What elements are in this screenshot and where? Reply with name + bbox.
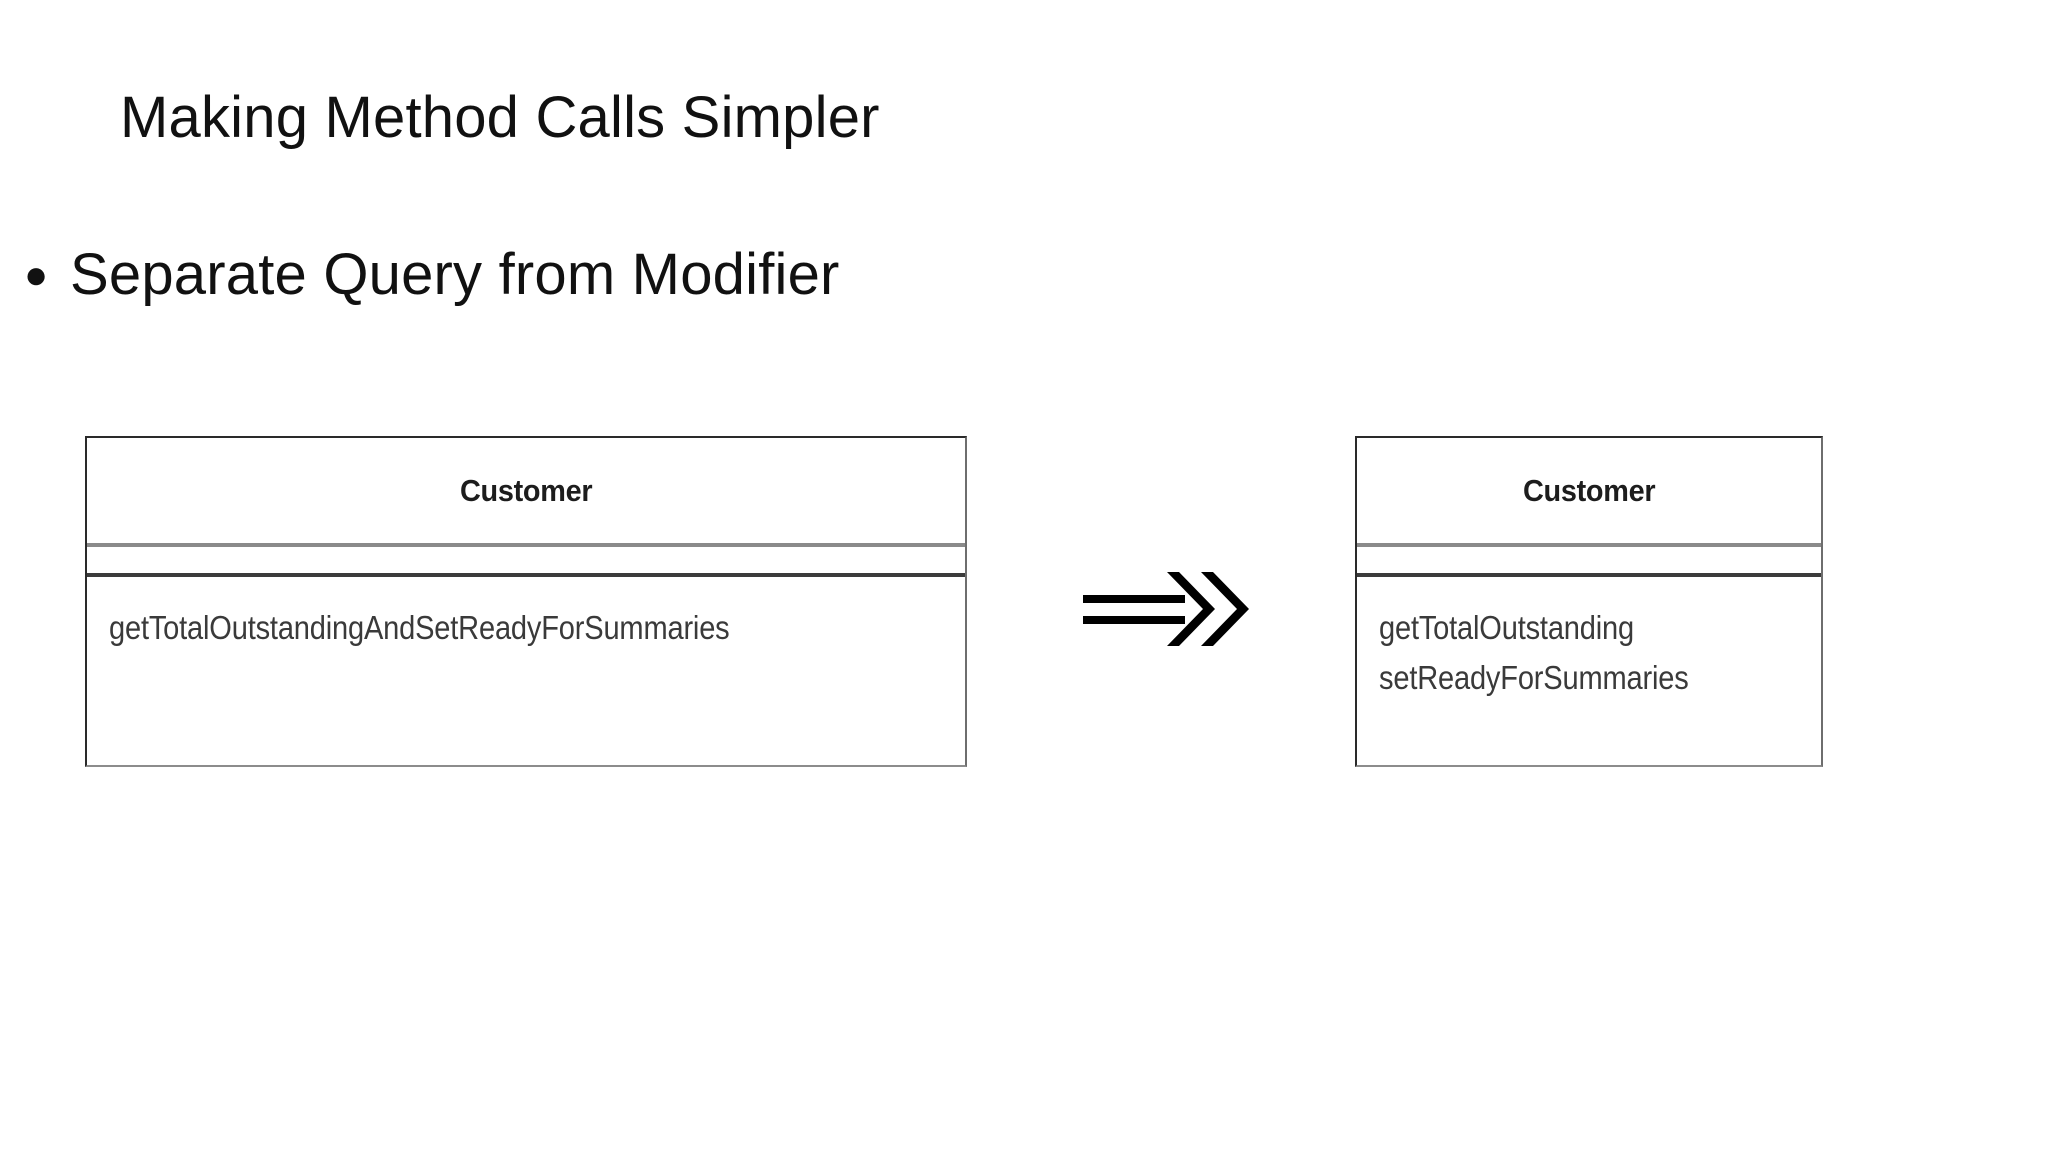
uml-member-row: getTotalOutstandingAndSetReadyForSummari…	[109, 609, 730, 646]
uml-class-header-after: Customer	[1357, 438, 1821, 543]
uml-member-row: getTotalOutstanding	[1379, 609, 1634, 646]
uml-class-box-after: Customer getTotalOutstanding setReadyFor…	[1355, 436, 1823, 767]
uml-member-list-after: getTotalOutstanding setReadyForSummaries	[1357, 577, 1821, 703]
uml-member-row: setReadyForSummaries	[1379, 659, 1689, 696]
uml-divider-thick-after	[1357, 573, 1821, 577]
transform-arrow-icon	[1075, 570, 1265, 648]
page-title: Making Method Calls Simpler	[120, 85, 880, 150]
bullet-marker-icon: ●	[24, 253, 49, 297]
bullet-text: Separate Query from Modifier	[70, 242, 840, 307]
uml-class-name-after: Customer	[1522, 472, 1656, 508]
uml-divider-thick-before	[87, 573, 965, 577]
uml-class-header-before: Customer	[87, 438, 965, 543]
bullet-item: ● Separate Query from Modifier	[24, 242, 840, 307]
uml-class-box-before: Customer getTotalOutstandingAndSetReadyF…	[85, 436, 967, 767]
uml-divider-gap-before	[87, 547, 965, 573]
uml-divider-gap-after	[1357, 547, 1821, 573]
uml-divider-thin-before	[87, 543, 965, 547]
uml-divider-thin-after	[1357, 543, 1821, 547]
uml-member-list-before: getTotalOutstandingAndSetReadyForSummari…	[87, 577, 965, 653]
uml-class-name-before: Customer	[459, 472, 593, 508]
